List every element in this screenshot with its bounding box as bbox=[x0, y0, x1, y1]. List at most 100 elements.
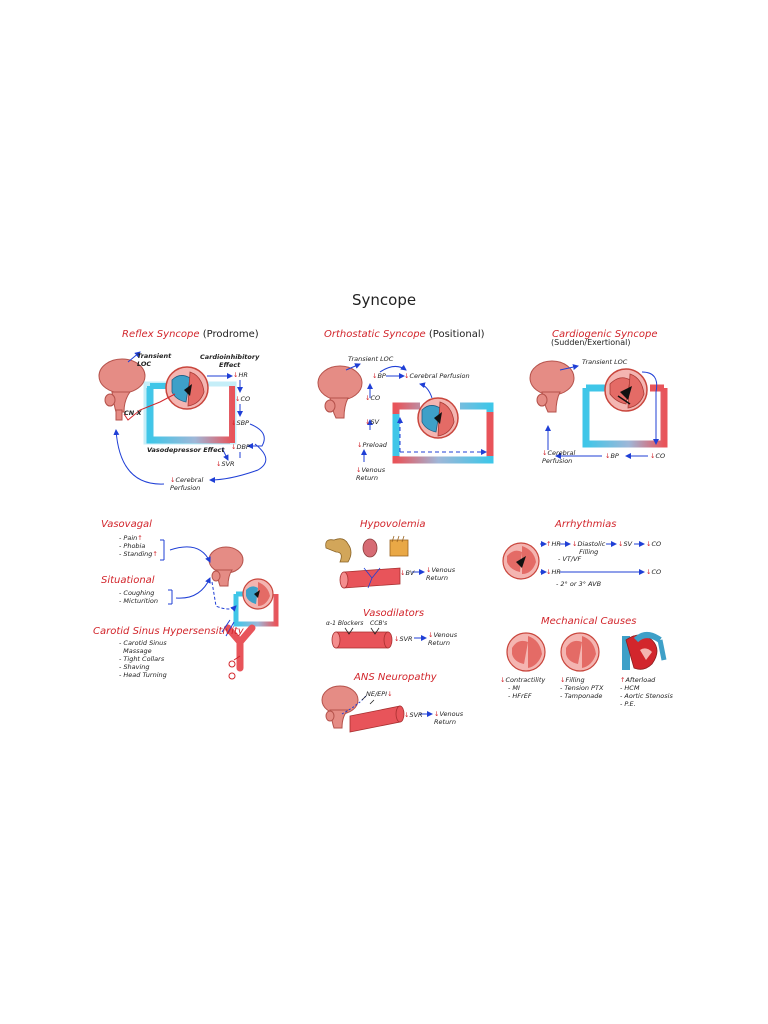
hypovolemia-bv-label: BV bbox=[405, 569, 415, 577]
arrhythmia-co2-label: CO bbox=[651, 568, 662, 576]
orthostatic-preload-label: Preload bbox=[362, 441, 387, 449]
hypovolemia-heading: Hypovolemia bbox=[360, 519, 426, 530]
orthostatic-transient-loc: Transient LOC bbox=[348, 355, 394, 363]
hypovolemia-bv: ↓BV bbox=[400, 569, 415, 577]
mechanical-col3-head: ↑Afterload bbox=[620, 676, 656, 684]
reflex-cerebral-label: Cerebral Perfusion bbox=[170, 476, 204, 492]
mechanical-heart-3 bbox=[622, 632, 667, 670]
orthostatic-cerebral: ↓Cerebral Perfusion bbox=[404, 372, 470, 380]
cardiogenic-co-label: CO bbox=[655, 452, 666, 460]
mechanical-col1-head-label: Contractility bbox=[505, 676, 546, 684]
ans-vessel bbox=[341, 695, 405, 733]
arrhythmia-diastolic-label: Diastolic Filling bbox=[577, 540, 606, 556]
cardiogenic-bp-label: BP bbox=[610, 452, 619, 460]
vasodilators-vessel bbox=[331, 627, 393, 649]
reflex-co-label: CO bbox=[240, 395, 251, 403]
cardiogenic-transient-loc: Transient LOC bbox=[582, 358, 628, 366]
reflex-cn: CN X bbox=[124, 409, 142, 417]
reflex-heading-sub: (Prodrome) bbox=[202, 329, 259, 340]
ans-venous: ↓Venous Return bbox=[434, 710, 464, 726]
orthostatic-co-label: CO bbox=[370, 394, 381, 402]
carotid-heading: Carotid Sinus Hypersensitivity bbox=[93, 626, 244, 637]
vasovagal-item-phobia: - Phobia bbox=[119, 542, 146, 550]
orthostatic-bp-label: BP bbox=[377, 372, 386, 380]
orthostatic-co: ↓CO bbox=[365, 394, 381, 402]
carotid-item-collars: - Tight Collars bbox=[119, 655, 165, 663]
mechanical-heart-2 bbox=[560, 632, 600, 672]
orthostatic-heading-sub: (Positional) bbox=[428, 329, 485, 340]
mechanical-col3-item-as: - Aortic Stenosis bbox=[620, 692, 673, 700]
ans-svr-label: SVR bbox=[409, 711, 423, 719]
situational-item-micturition: - Micturition bbox=[119, 597, 158, 605]
cardiogenic-cerebral: ↓Cerebral Perfusion bbox=[542, 449, 576, 465]
vasovagal-brain bbox=[208, 546, 244, 587]
hypovolemia-organs bbox=[325, 535, 409, 563]
orthostatic-circulation-loop bbox=[392, 402, 494, 464]
reflex-dbp: ↓DBP bbox=[231, 443, 250, 451]
reflex-heart bbox=[165, 366, 209, 410]
mechanical-col3-item-hcm: - HCM bbox=[620, 684, 640, 692]
situational-list: - Coughing - Micturition bbox=[119, 589, 158, 605]
arrhythmias-heading: Arrhythmias bbox=[555, 519, 617, 530]
orthostatic-preload: ↓Preload bbox=[357, 441, 387, 449]
hypovolemia-vessel bbox=[339, 567, 401, 589]
vasodilators-heading: Vasodilators bbox=[363, 608, 425, 619]
orthostatic-heading: Orthostatic Syncope (Positional) bbox=[324, 329, 485, 340]
reflex-hr: ↓HR bbox=[233, 371, 248, 379]
reflex-hr-label: HR bbox=[238, 371, 248, 379]
mechanical-col1-item-mi: - MI bbox=[508, 684, 520, 692]
arrhythmia-co1: ↓CO bbox=[646, 540, 662, 548]
arrhythmia-co2: ↓CO bbox=[646, 568, 662, 576]
cardiogenic-heading: Cardiogenic Syncope bbox=[552, 329, 658, 340]
mechanical-col2-item-ptx: - Tension PTX bbox=[560, 684, 604, 692]
orthostatic-sv-label: SV bbox=[370, 418, 380, 426]
carotid-item-massage: - Carotid Sinus bbox=[119, 639, 167, 647]
orthostatic-bp: ↓BP bbox=[372, 372, 386, 380]
cardiogenic-heading-sub: (Sudden/Exertional) bbox=[551, 338, 631, 347]
reflex-dbp-label: DBP bbox=[236, 443, 250, 451]
arrhythmia-heart bbox=[502, 542, 540, 580]
arrhythmia-co1-label: CO bbox=[651, 540, 662, 548]
cardiogenic-heart bbox=[604, 368, 648, 412]
arrhythmia-diastolic: ↓Diastolic Filling bbox=[572, 540, 606, 556]
cardiogenic-cerebral-label: Cerebral Perfusion bbox=[542, 449, 576, 465]
reflex-cerebral: ↓Cerebral Perfusion bbox=[170, 476, 204, 492]
reflex-sbp: ↓SBP bbox=[231, 419, 249, 427]
ans-ne: NE/EPI↓ bbox=[366, 690, 393, 698]
mechanical-col1-head: ↓Contractility bbox=[500, 676, 546, 684]
vasodilators-venous-label: Venous Return bbox=[428, 631, 458, 647]
vasovagal-heading: Vasovagal bbox=[101, 519, 152, 530]
orthostatic-venous: ↓Venous Return bbox=[356, 466, 386, 482]
ans-ne-label: NE/EPI bbox=[366, 690, 388, 698]
vasovagal-heart bbox=[242, 578, 274, 610]
page-title: Syncope bbox=[352, 291, 417, 309]
ans-venous-label: Venous Return bbox=[434, 710, 464, 726]
mechanical-col2-head: ↓Filling bbox=[560, 676, 585, 684]
reflex-cardioinhibitory: Cardioinhibitory Effect bbox=[200, 353, 260, 369]
ans-svr: ↓SVR bbox=[404, 711, 423, 719]
reflex-sbp-label: SBP bbox=[236, 419, 249, 427]
situational-item-coughing: - Coughing bbox=[119, 589, 155, 597]
vasovagal-item-pain-label: - Pain bbox=[119, 534, 138, 542]
arrhythmia-hr-up-label: HR bbox=[551, 540, 561, 548]
mechanical-col3-head-label: Afterload bbox=[625, 676, 656, 684]
vasodilators-svr: ↓SVR bbox=[394, 635, 413, 643]
arrhythmia-avb: - 2° or 3° AVB bbox=[556, 580, 602, 588]
vasodilators-venous: ↓Venous Return bbox=[428, 631, 458, 647]
vasodilators-svr-label: SVR bbox=[399, 635, 413, 643]
arrhythmia-hr-up: ↑HR bbox=[546, 540, 561, 548]
mechanical-heading: Mechanical Causes bbox=[541, 616, 637, 627]
reflex-svr-label: SVR bbox=[221, 460, 235, 468]
vasovagal-item-standing: - Standing↑ bbox=[119, 550, 158, 558]
reflex-co: ↓CO bbox=[235, 395, 251, 403]
carotid-artery bbox=[221, 619, 256, 680]
carotid-list: - Carotid Sinus Massage - Tight Collars … bbox=[119, 639, 167, 679]
carotid-item-head-turning: - Head Turning bbox=[119, 671, 167, 679]
cardiogenic-bp: ↓BP bbox=[605, 452, 619, 460]
vasovagal-list: - Pain↑ - Phobia - Standing↑ bbox=[119, 534, 158, 558]
ans-brain bbox=[321, 685, 359, 729]
mechanical-col2-head-label: Filling bbox=[565, 676, 585, 684]
vasovagal-item-pain: - Pain↑ bbox=[119, 534, 143, 542]
arrhythmia-sv: ↓SV bbox=[618, 540, 633, 548]
